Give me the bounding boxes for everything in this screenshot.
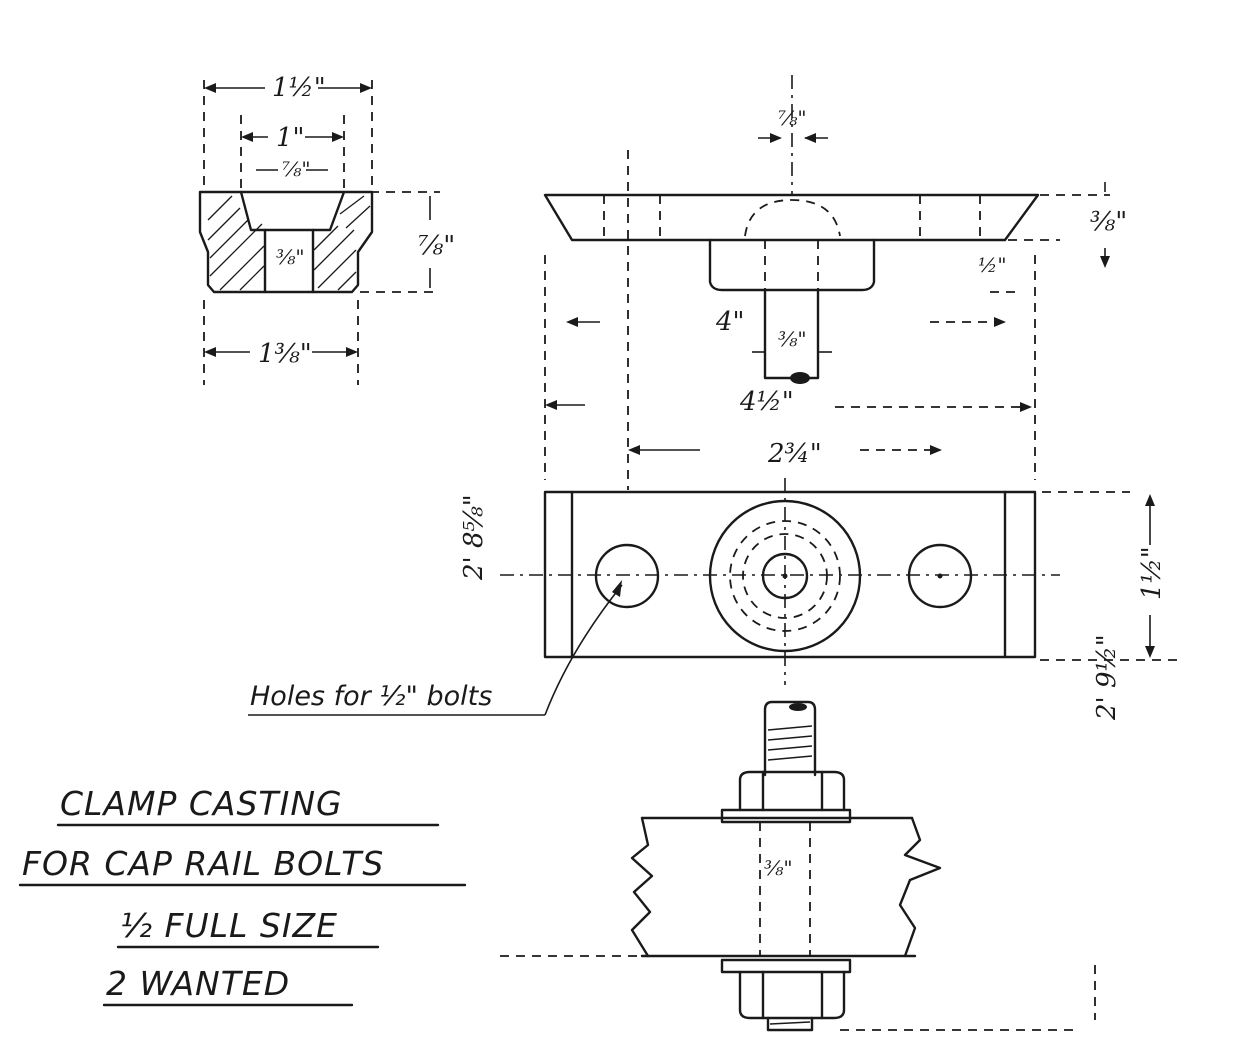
plan-height-label: 2' 8⅝" bbox=[459, 494, 489, 581]
section-view: 1½" 1" ⅞" ⅜" ⅞" 1⅜" bbox=[198, 73, 455, 385]
section-height-label: ⅞" bbox=[418, 231, 455, 261]
elev-bolt-dia-top-label: ⅞" bbox=[778, 106, 807, 130]
section-overall-width-label: 1½" bbox=[272, 73, 326, 103]
elev-boss-width-label: 4" bbox=[715, 307, 745, 337]
section-hole-label: ⅜" bbox=[276, 245, 305, 269]
plan-length-label: 2¾" bbox=[767, 439, 822, 469]
elev-length-label: 4½" bbox=[739, 387, 794, 417]
section-top-width-label: 1" bbox=[276, 123, 305, 153]
title-line-4: 2 WANTED bbox=[106, 964, 290, 1003]
elev-boss-height-label: ½" bbox=[978, 253, 1007, 277]
plan-width-label: 1½" bbox=[1137, 546, 1167, 600]
section-recess-width-label: ⅞" bbox=[282, 157, 311, 181]
plan-right-height-label: 2' 9½" bbox=[1092, 634, 1122, 721]
holes-note: Holes for ½" bolts bbox=[250, 681, 492, 712]
title-line-2: FOR CAP RAIL BOLTS bbox=[22, 844, 384, 883]
elevation-view: ⅞" ⅜" ½" 4" ⅜" 4½" bbox=[543, 75, 1127, 480]
bolt-dia-label: ⅜" bbox=[764, 856, 793, 880]
plan-view: 2¾" Holes for ½" bolts 2' 8⅝" 1½" bbox=[248, 150, 1180, 721]
section-bottom-width-label: 1⅜" bbox=[258, 339, 312, 369]
title-block: CLAMP CASTING FOR CAP RAIL BOLTS ½ FULL … bbox=[18, 784, 467, 1007]
bolt-assembly: ⅜" bbox=[500, 700, 1096, 1032]
title-line-3: ½ FULL SIZE bbox=[120, 906, 338, 945]
title-line-1: CLAMP CASTING bbox=[60, 784, 343, 823]
elev-shank-label: ⅜" bbox=[778, 327, 807, 351]
elev-thickness-label: ⅜" bbox=[1090, 207, 1127, 237]
